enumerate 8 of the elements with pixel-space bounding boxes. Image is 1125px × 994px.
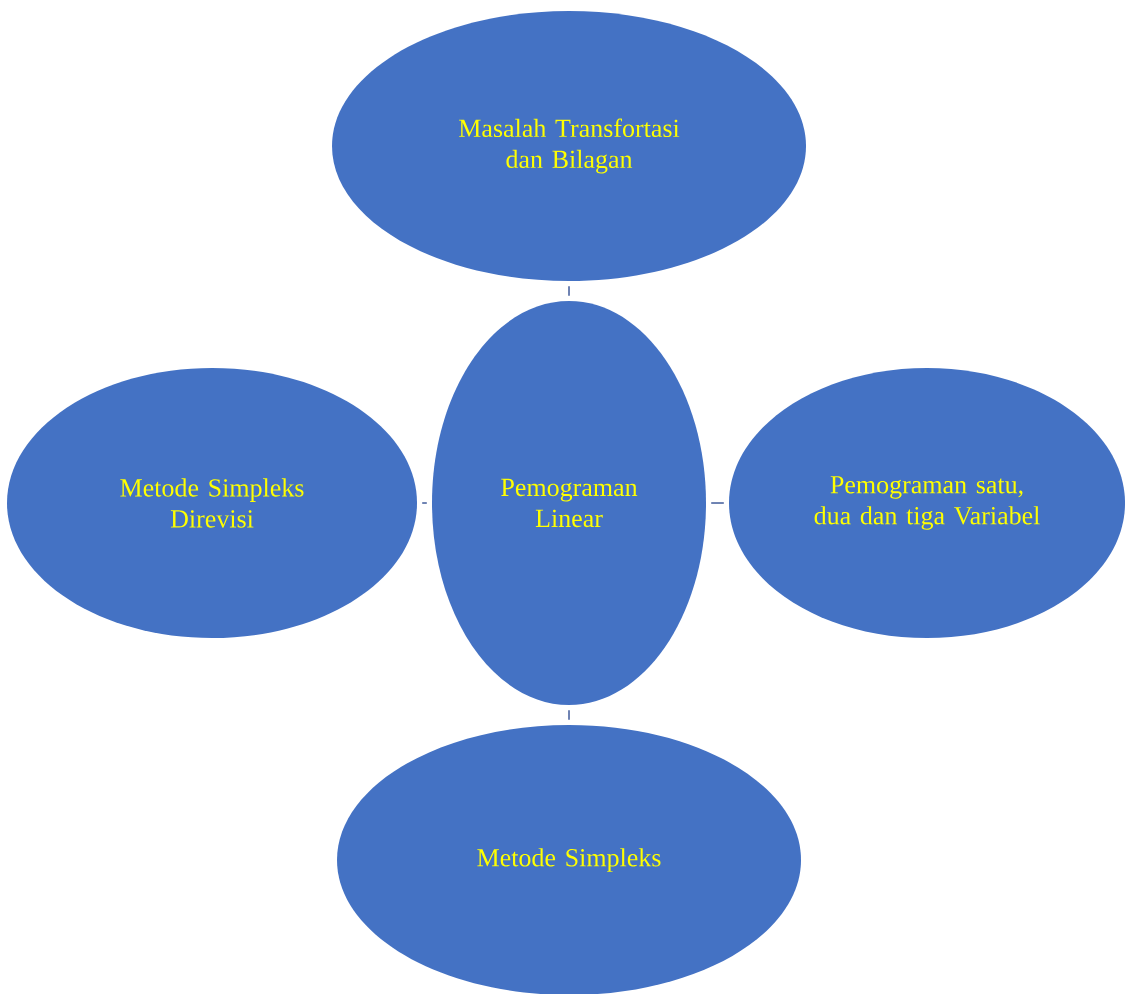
- connector-line: [421, 502, 428, 504]
- ellipse-node: Pemograman satu, dua dan tiga Variabel: [729, 368, 1125, 638]
- ellipse-node: Metode Simpleks Direvisi: [7, 368, 417, 638]
- connector-line: [568, 285, 570, 297]
- ellipse-node: Masalah Transfortasi dan Bilagan: [332, 11, 806, 281]
- ellipse-node: Pemograman Linear: [432, 301, 706, 705]
- connector-line: [568, 709, 570, 721]
- connector-line: [710, 502, 725, 504]
